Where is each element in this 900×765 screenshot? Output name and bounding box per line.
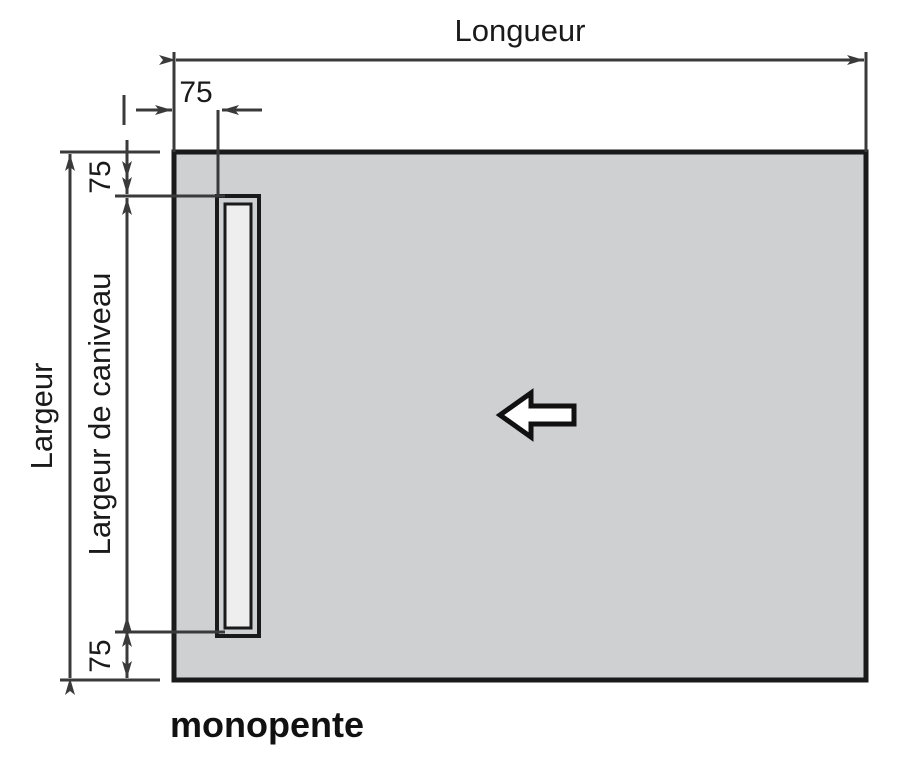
flow-direction-arrow-shape [495,388,577,442]
length-label: Longueur [454,13,585,48]
top-vertical-75-dimension-group: 75 [84,140,132,194]
top-horizontal-75-dimension-group: 75 [122,62,262,196]
drainage-channel [215,194,261,638]
width-dimension-group: Largeur [24,150,160,695]
bottom-vertical-75-dimension-group: 75 [84,616,132,678]
length-dimension-group: Longueur [159,13,868,152]
drawing-caption: monopente [170,704,364,745]
channel-width-dimension-group: Largeur de caniveau [82,194,225,647]
offset-v-bottom-value: 75 [84,639,117,672]
channel-width-label: Largeur de caniveau [82,273,117,556]
offset-v-top-value: 75 [84,160,117,193]
channel-inner-slot [223,202,253,630]
width-label: Largeur [24,363,59,470]
offset-h-value: 75 [179,76,212,109]
arrow-left-icon [495,388,577,442]
